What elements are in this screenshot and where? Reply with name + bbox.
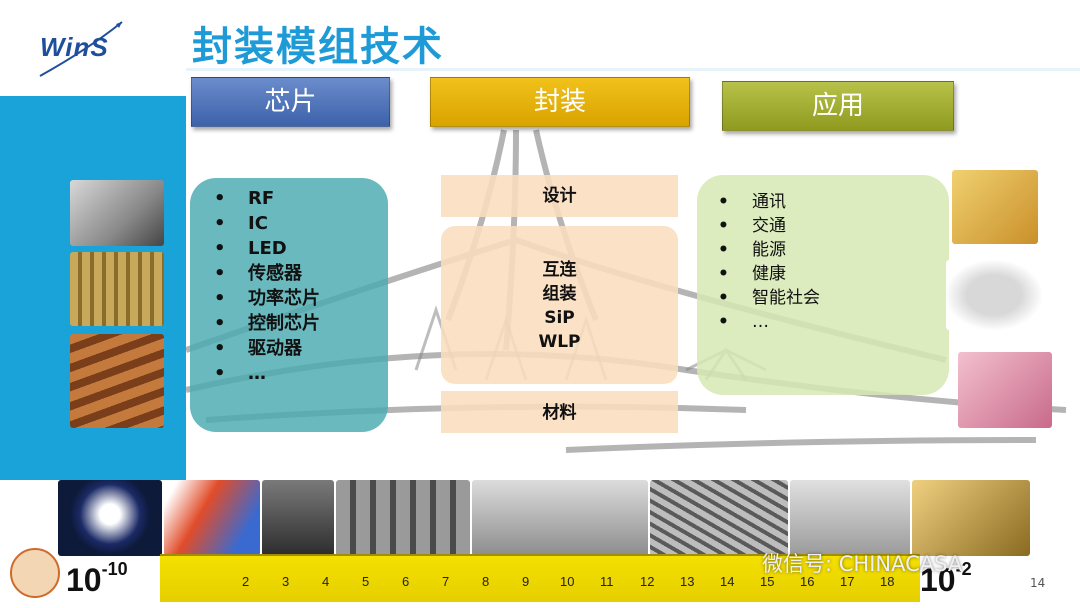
application-item: 健康 [718,262,820,286]
chip-item: RF [214,186,320,211]
ruler-mark: 14 [720,574,735,589]
communication-photo [952,170,1038,244]
car-photo [946,260,1042,330]
ruler-mark: 6 [402,574,410,589]
package-top-text: 设计 [542,186,577,206]
package-middle-list: 互连 组装 SiP WLP [441,258,678,354]
strip-photo-board [912,480,1030,556]
title-divider [186,68,1080,71]
ruler-mark: 2 [242,574,250,589]
ruler-mark: 17 [840,574,855,589]
chip-item: … [214,361,320,386]
ruler-mark: 18 [880,574,895,589]
application-item: 通讯 [718,190,820,214]
package-material-panel [441,391,678,433]
ruler-mark: 15 [760,574,775,589]
package-item: 互连 [542,260,577,280]
application-item: 智能社会 [718,286,820,310]
ruler-mark: 16 [800,574,815,589]
logo-text: WinS [40,32,109,62]
package-item: 组装 [542,284,577,304]
package-design-panel [441,175,678,217]
ruler-mark: 11 [600,574,614,589]
header-chip: 芯片 [191,77,390,127]
ruler-mark: 3 [282,574,290,589]
header-package: 封装 [430,77,690,127]
chip-photo-nanowire [70,334,164,428]
logo-area [0,0,186,96]
scale-right-label: 10-2 [920,559,972,599]
chip-photo-die [70,252,164,326]
health-photo [958,352,1052,428]
scale-left-label: 10-10 [66,559,128,599]
chip-item: IC [214,211,320,236]
ruler-mark: 13 [680,574,695,589]
ruler-mark: 12 [640,574,655,589]
page-number: 14 [1030,576,1046,590]
strip-photo-vias [472,480,648,556]
chip-item: 功率芯片 [214,286,320,311]
header-application: 应用 [722,81,954,131]
strip-photo-bondwires [650,480,788,556]
strip-photo-atoms [58,480,162,556]
wechat-watermark: 微信号: CHINACASA [762,552,963,576]
application-item: 能源 [718,238,820,262]
ruler-mark: 10 [560,574,575,589]
ruler-mark: 8 [482,574,490,589]
ruler-numbers: 2 3 4 5 6 7 8 9 10 11 12 13 14 15 16 17 … [160,574,920,596]
scale-right-exponent: -2 [955,559,972,580]
strip-photo-package [790,480,910,556]
scale-right-base: 10 [920,562,956,598]
chip-list: RF IC LED 传感器 功率芯片 控制芯片 驱动器 … [214,186,320,386]
application-list: 通讯 交通 能源 健康 智能社会 … [718,190,820,334]
ruler-mark: 7 [442,574,450,589]
strip-photo-transistor [262,480,334,556]
chip-item: LED [214,236,320,261]
chip-photo-sem [70,180,164,246]
strip-photo-thermal [164,480,260,556]
package-item: WLP [538,332,581,352]
application-item: 交通 [718,214,820,238]
wins-logo [39,21,123,77]
ruler-mark: 9 [522,574,530,589]
university-emblem [10,548,60,598]
package-material-label: 材料 [441,401,678,425]
application-item: … [718,310,820,334]
scale-left-base: 10 [66,562,102,598]
scale-left-exponent: -10 [101,559,128,580]
package-main-panel [441,226,678,384]
package-design-label: 设计 [441,184,678,208]
ruler-mark: 4 [322,574,330,589]
measuring-tape: 2 3 4 5 6 7 8 9 10 11 12 13 14 15 16 17 … [160,554,920,602]
ruler-mark: 5 [362,574,370,589]
chip-item: 传感器 [214,261,320,286]
package-bottom-text: 材料 [542,403,577,423]
page-title: 封装模组技术 [192,24,444,70]
strip-photo-interconnect [336,480,470,556]
package-item: SiP [544,308,575,328]
chip-item: 驱动器 [214,336,320,361]
chip-item: 控制芯片 [214,311,320,336]
